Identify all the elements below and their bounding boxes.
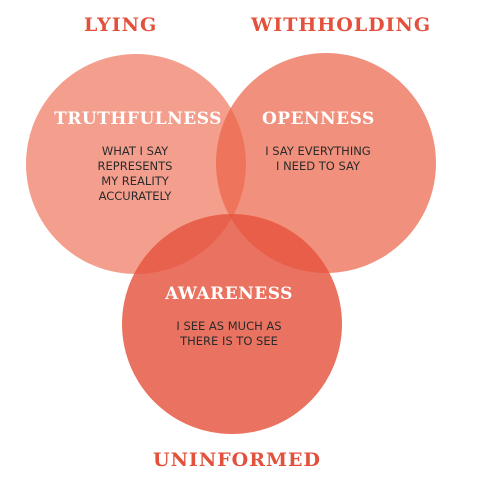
- truthfulness-line: WHAT I SAY: [101, 144, 169, 158]
- truthfulness-circle: [26, 54, 246, 274]
- openness-title: OPENNESS: [262, 109, 375, 129]
- label-uninformed: UNINFORMED: [153, 449, 322, 471]
- truthfulness-line: MY REALITY: [101, 174, 169, 188]
- openness-circle: [216, 53, 436, 273]
- openness-description: I SAY EVERYTHING I NEED TO SAY: [253, 144, 383, 174]
- truthfulness-description: WHAT I SAY REPRESENTS MY REALITY ACCURAT…: [80, 144, 190, 204]
- openness-line: I NEED TO SAY: [276, 159, 360, 173]
- awareness-circle: [122, 214, 342, 434]
- label-withholding: WITHHOLDING: [251, 14, 432, 36]
- awareness-line: I SEE AS MUCH AS: [176, 319, 282, 333]
- openness-line: I SAY EVERYTHING: [265, 144, 371, 158]
- awareness-line: THERE IS TO SEE: [180, 334, 278, 348]
- awareness-title: AWARENESS: [165, 284, 293, 304]
- truthfulness-line: ACCURATELY: [98, 189, 172, 203]
- label-lying: LYING: [84, 14, 158, 36]
- truthfulness-title: TRUTHFULNESS: [54, 109, 222, 129]
- awareness-description: I SEE AS MUCH AS THERE IS TO SEE: [154, 319, 304, 349]
- truthfulness-line: REPRESENTS: [97, 159, 173, 173]
